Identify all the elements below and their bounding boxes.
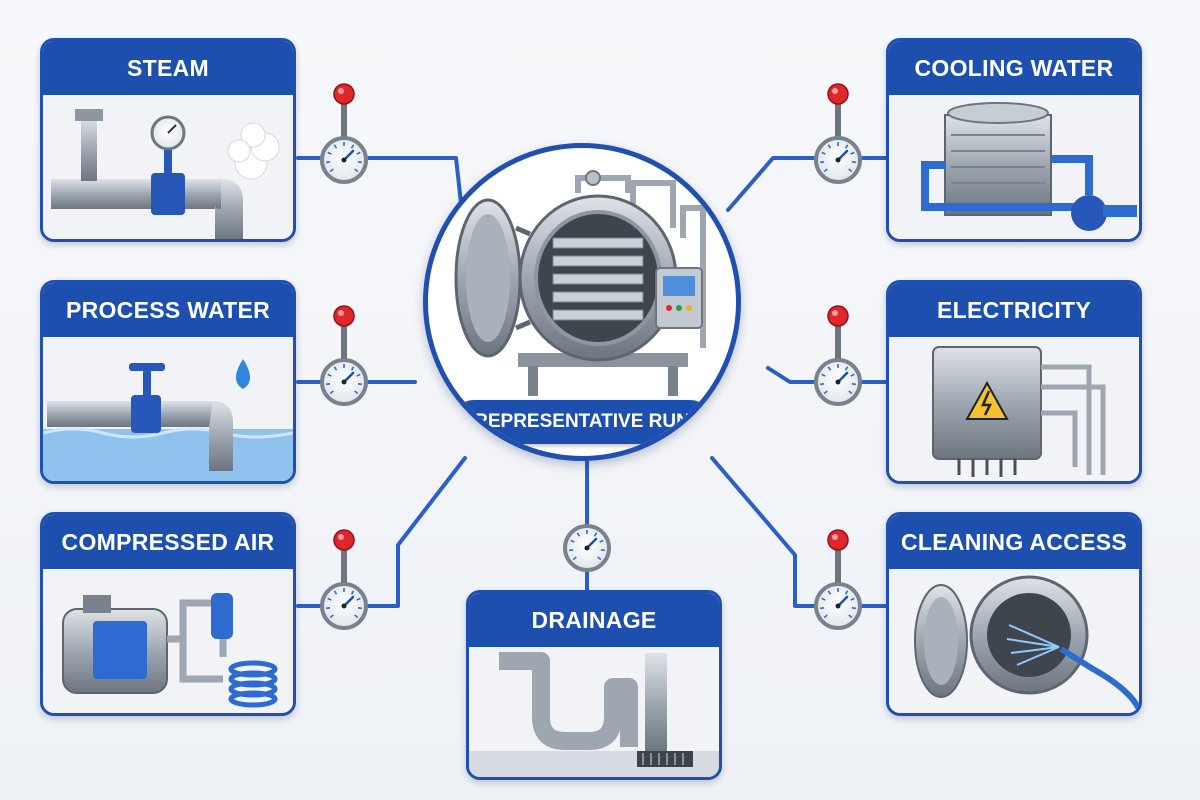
card-electricity[interactable]: ELECTRICITY [886,280,1142,484]
indicator-valve-icon [827,305,849,327]
gauge-process-water [320,305,368,406]
connector-cooling-water [726,156,892,212]
card-process-water[interactable]: PROCESS WATER [40,280,296,484]
hub-circle: REPRESENTATIVE RUN [423,143,741,461]
card-compressed-air-title: COMPRESSED AIR [43,515,293,569]
gauge-drainage [563,524,611,572]
gauge-electricity [814,305,862,406]
card-process-water-title: PROCESS WATER [43,283,293,337]
indicator-valve-icon [827,83,849,105]
process-water-illustration [43,337,293,481]
gauge-cooling-water [814,83,862,184]
cooling-tower-illustration [889,95,1139,239]
card-steam-title: STEAM [43,41,293,95]
card-compressed-air[interactable]: COMPRESSED AIR [40,512,296,716]
card-steam[interactable]: STEAM [40,38,296,242]
gauge-compressed-air [320,529,368,630]
gauge-cleaning-access [814,529,862,630]
steam-pipe-illustration [43,95,293,239]
indicator-valve-icon [333,529,355,551]
card-cooling-water-title: COOLING WATER [889,41,1139,95]
gauge-steam [320,83,368,184]
card-drainage[interactable]: DRAINAGE [466,590,722,780]
card-cleaning-access-title: CLEANING ACCESS [889,515,1139,569]
card-cooling-water[interactable]: COOLING WATER [886,38,1142,242]
water-drop-icon [236,359,250,389]
connector-compressed-air [296,456,467,608]
indicator-valve-icon [333,83,355,105]
warning-bolt-icon [965,380,1009,420]
indicator-valve-icon [333,305,355,327]
connector-cleaning-access [710,456,892,608]
steam-cloud-icon [227,122,280,180]
drain-pipe-illustration [469,647,719,777]
card-drainage-title: DRAINAGE [469,593,719,647]
electrical-panel-illustration [889,337,1139,481]
compressor-illustration [43,569,293,713]
card-electricity-title: ELECTRICITY [889,283,1139,337]
indicator-valve-icon [827,529,849,551]
hub-label: REPRESENTATIVE RUN [452,400,712,444]
cleaning-hatch-illustration [889,569,1139,713]
autoclave-illustration [454,170,706,396]
card-cleaning-access[interactable]: CLEANING ACCESS [886,512,1142,716]
